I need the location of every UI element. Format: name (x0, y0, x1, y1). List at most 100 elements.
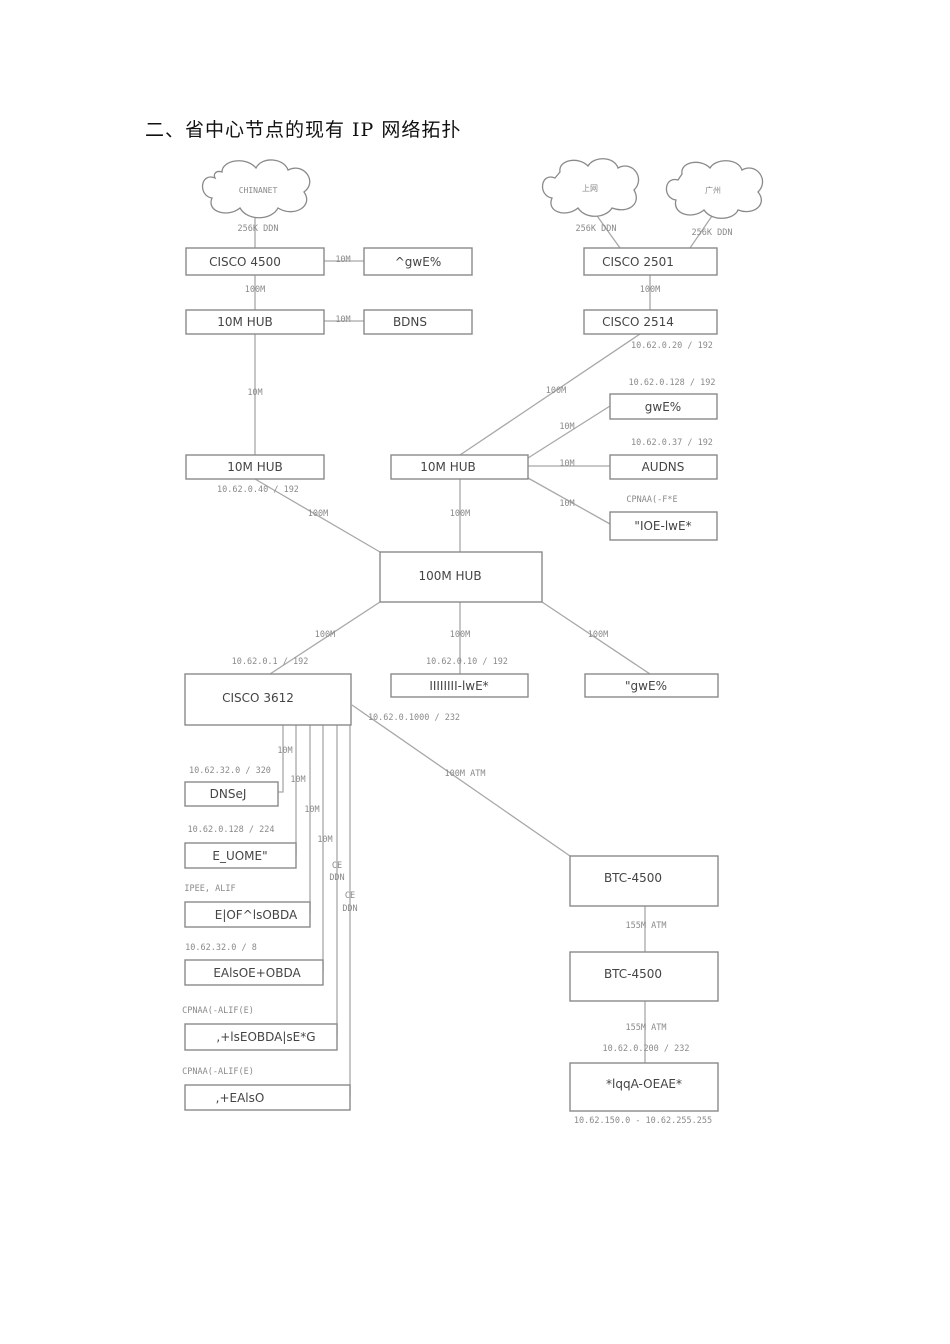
address-label: CPNAA(-ALIF(E) (182, 1006, 254, 1016)
link-label: DDN (342, 904, 357, 914)
svg-text:10M HUB: 10M HUB (217, 315, 272, 329)
svg-text:10M HUB: 10M HUB (420, 460, 475, 474)
link-label: 100M ATM (445, 769, 486, 779)
node-hub-10m-right: 10M HUB (390, 454, 529, 480)
cloud-chinanet: CHINANET (201, 159, 311, 219)
svg-text:CISCO 3612: CISCO 3612 (222, 691, 294, 705)
link-label: 10M (559, 499, 574, 509)
node-dialup: DNSeJ (184, 781, 279, 807)
svg-text:*lqqA-OEAE*: *lqqA-OEAE* (606, 1077, 682, 1091)
link-label: 10M (247, 388, 262, 398)
svg-text:EAlsOE+OBDA: EAlsOE+OBDA (213, 966, 301, 980)
link-label: 10M (559, 459, 574, 469)
link-label: 100M (546, 386, 566, 396)
address-label: 10.62.0.128 / 224 (188, 825, 275, 835)
svg-text:E_UOME": E_UOME" (212, 849, 267, 863)
node-dda: EAlsOE+OBDA (184, 959, 324, 986)
node-gateway-a: ^gwE% (363, 247, 473, 276)
link-mainhub-gwB (541, 601, 651, 675)
svg-text:100M HUB: 100M HUB (418, 569, 481, 583)
link-mainhub-cisco3612 (269, 601, 381, 675)
address-label: 10.62.0.40 / 192 (217, 485, 299, 495)
svg-text:,+EAlsO: ,+EAlsO (216, 1091, 265, 1105)
link-label: 10M (304, 805, 319, 815)
link-label: CE (345, 891, 355, 901)
cloud-guangzhou: 广州 (665, 160, 764, 219)
address-label: 10.62.0.1000 / 232 (368, 713, 460, 723)
svg-text:AUDNS: AUDNS (642, 460, 685, 474)
link-labels: 256K DDN 256K DDN 256K DDN 10M 10M 100M … (182, 224, 732, 1126)
page-title: 二、省中心节点的现有 IP 网络拓扑 (145, 119, 462, 141)
link-label: 100M (588, 630, 608, 640)
node-mail-server: AUDNS (609, 454, 718, 480)
link-cloud2-cisco2501 (689, 215, 713, 249)
link-label: 10M (559, 422, 574, 432)
svg-text:BTC-4500: BTC-4500 (604, 871, 662, 885)
node-management-server: IIIIIIII-lwE* (390, 673, 529, 698)
svg-text:CISCO 4500: CISCO 4500 (209, 255, 281, 269)
svg-text:IIIIIIII-lwE*: IIIIIIII-lwE* (429, 679, 488, 693)
cloud-label: 广州 (705, 185, 721, 195)
svg-text:10M HUB: 10M HUB (227, 460, 282, 474)
node-dns-server: BDNS (363, 309, 473, 335)
cloud-shanghai: 上网 (541, 158, 640, 217)
link-label: 100M (450, 630, 470, 640)
address-label: 10.62.0.128 / 192 (629, 378, 716, 388)
node-hub-10m-left: 10M HUB (185, 454, 325, 480)
address-label: CPNAA(-ALIF(E) (182, 1067, 254, 1077)
node-vod-server: "IOE-lwE* (609, 511, 718, 541)
node-gateway-b: "gwE% (584, 673, 719, 698)
svg-text:CISCO 2501: CISCO 2501 (602, 255, 674, 269)
link-hub10b-vod (527, 477, 611, 525)
address-label: 10.62.0.200 / 232 (603, 1044, 690, 1054)
link-cisco2514-hub10b (459, 333, 641, 456)
link-label: 155M ATM (626, 1023, 667, 1033)
svg-text:BDNS: BDNS (393, 315, 427, 329)
node-city-network: *lqqA-OEAE* (569, 1062, 719, 1112)
address-label: IPEE, ALIF (184, 884, 235, 894)
node-cisco2514: CISCO 2514 (583, 309, 718, 335)
address-label: 10.62.0.20 / 192 (631, 341, 713, 351)
cloud-label: CHINANET (239, 186, 278, 195)
connector-lines (254, 205, 713, 1097)
link-label: 10M (335, 255, 350, 265)
node-cisco3612: CISCO 3612 (184, 673, 352, 726)
node-cisco2501: CISCO 2501 (583, 247, 718, 276)
cloud-label: 上网 (582, 184, 598, 193)
svg-text:CISCO 2514: CISCO 2514 (602, 315, 674, 329)
svg-text:"gwE%: "gwE% (625, 679, 667, 693)
link-label: 10M (277, 746, 292, 756)
link-node-mainhub (254, 478, 381, 553)
address-label: 10.62.0.1 / 192 (232, 657, 309, 667)
svg-text:^gwE%: ^gwE% (395, 255, 441, 269)
link-label: 100M (308, 509, 328, 519)
link-label: 100M (640, 285, 660, 295)
node-www-server: gwE% (609, 393, 718, 420)
node-main-hub: 100M HUB (379, 551, 543, 603)
link-cisco3612-dial (278, 725, 284, 793)
svg-text:gwE%: gwE% (645, 400, 681, 414)
link-hub10b-www (527, 405, 611, 459)
link-label: 100M (450, 509, 470, 519)
node-btc-4500-a: BTC-4500 (569, 855, 719, 907)
link-label: 256K DDN (576, 224, 617, 234)
link-label: CE (332, 861, 342, 871)
svg-text:BTC-4500: BTC-4500 (604, 967, 662, 981)
address-label: CPNAA(-F*E (626, 495, 677, 505)
link-label: 256K DDN (238, 224, 279, 234)
node-cisco4500: CISCO 4500 (185, 247, 325, 276)
link-label: 10M (317, 835, 332, 845)
link-label: 100M (245, 285, 265, 295)
address-label: 10.62.32.0 / 8 (185, 943, 257, 953)
link-label: 155M ATM (626, 921, 667, 931)
link-label: 256K DDN (692, 228, 733, 238)
address-label: 10.62.32.0 / 320 (189, 766, 271, 776)
node-hub-10m-a: 10M HUB (185, 309, 325, 335)
address-label: 10.62.0.37 / 192 (631, 438, 713, 448)
svg-text:DNSeJ: DNSeJ (210, 787, 247, 801)
node-ccb: ,+lsEOBDA|sE*G (184, 1023, 338, 1051)
link-label: 100M (315, 630, 335, 640)
svg-text:"IOE-lwE*: "IOE-lwE* (634, 519, 691, 533)
node-ucm: E_UOME" (184, 842, 297, 869)
node-cce: ,+EAlsO (184, 1084, 351, 1111)
